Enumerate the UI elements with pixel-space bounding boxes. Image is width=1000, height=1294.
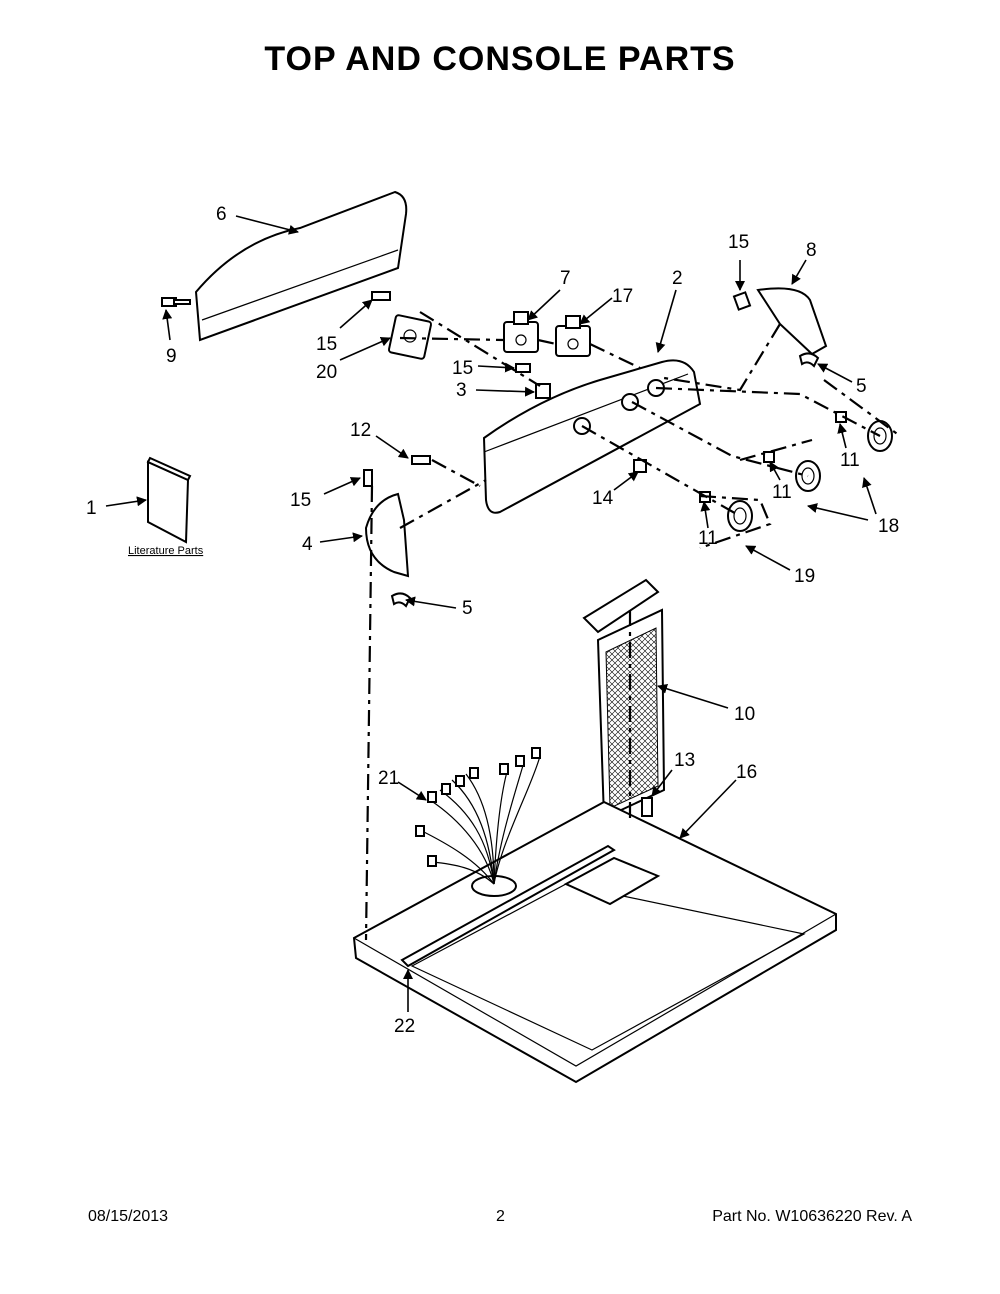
callout-16: 16 — [736, 762, 757, 783]
part-4-end-cap — [364, 492, 410, 578]
assembly-lines — [364, 311, 901, 941]
part-1-literature: Literature Parts — [128, 456, 204, 557]
callout-11-a: 11 — [840, 450, 860, 471]
literature-caption: Literature Parts — [128, 545, 204, 557]
callout-22: 22 — [394, 1016, 415, 1037]
callout-8: 8 — [806, 240, 817, 261]
callout-14: 14 — [592, 488, 614, 509]
part-10-lint-screen — [582, 578, 666, 820]
callout-12: 12 — [350, 420, 371, 441]
part-15-screw-a — [371, 291, 391, 301]
part-16-top-panel — [352, 800, 837, 1084]
callout-19: 19 — [794, 566, 815, 587]
leader-lines — [105, 215, 877, 1012]
callout-15-d: 15 — [728, 232, 749, 253]
part-5-clip-top — [798, 352, 820, 368]
callout-9: 9 — [166, 346, 177, 367]
callout-6: 6 — [216, 204, 227, 225]
callout-3: 3 — [456, 380, 467, 401]
footer-date: 08/15/2013 — [88, 1208, 169, 1225]
callout-7: 7 — [560, 268, 571, 289]
part-15-screw-d — [732, 291, 752, 311]
part-15-screw-c — [363, 469, 373, 487]
footer-page-number: 2 — [496, 1208, 505, 1225]
part-13-screw — [641, 797, 653, 817]
callout-15-a: 15 — [316, 334, 337, 355]
part-19-knob — [727, 500, 753, 532]
callout-15-c: 15 — [290, 490, 311, 511]
callout-5-a: 5 — [856, 376, 867, 397]
callout-5-b: 5 — [462, 598, 473, 619]
part-6-rear-panel — [194, 190, 408, 342]
part-20-switch — [388, 314, 432, 360]
part-15-screw-b — [515, 363, 531, 373]
part-22-strip — [400, 844, 616, 968]
callout-15-b: 15 — [452, 358, 473, 379]
callout-10: 10 — [734, 704, 755, 725]
part-11-clip-b — [763, 451, 775, 463]
part-9-screw — [161, 297, 191, 307]
callout-1: 1 — [86, 498, 97, 519]
part-21-wire-harness — [415, 747, 541, 885]
part-8-end-cap — [756, 287, 828, 356]
callout-11-c: 11 — [698, 528, 718, 549]
callout-17: 17 — [612, 286, 633, 307]
callout-2: 2 — [672, 268, 683, 289]
part-3-clip — [535, 383, 551, 399]
callout-20: 20 — [316, 362, 337, 383]
part-12-screw — [411, 455, 431, 465]
callout-4: 4 — [302, 534, 313, 555]
callout-13: 13 — [674, 750, 695, 771]
callout-21: 21 — [378, 768, 399, 789]
footer-part-number: Part No. W10636220 Rev. A — [712, 1208, 912, 1225]
callout-11-b: 11 — [772, 482, 792, 503]
page-title: TOP AND CONSOLE PARTS — [264, 40, 736, 78]
callout-18: 18 — [878, 516, 899, 537]
part-17-switch — [555, 315, 591, 357]
part-7-switch — [503, 311, 539, 353]
callout-labels: 6 9 1 15 20 15 3 7 17 2 15 8 5 12 15 4 5… — [86, 204, 899, 1037]
